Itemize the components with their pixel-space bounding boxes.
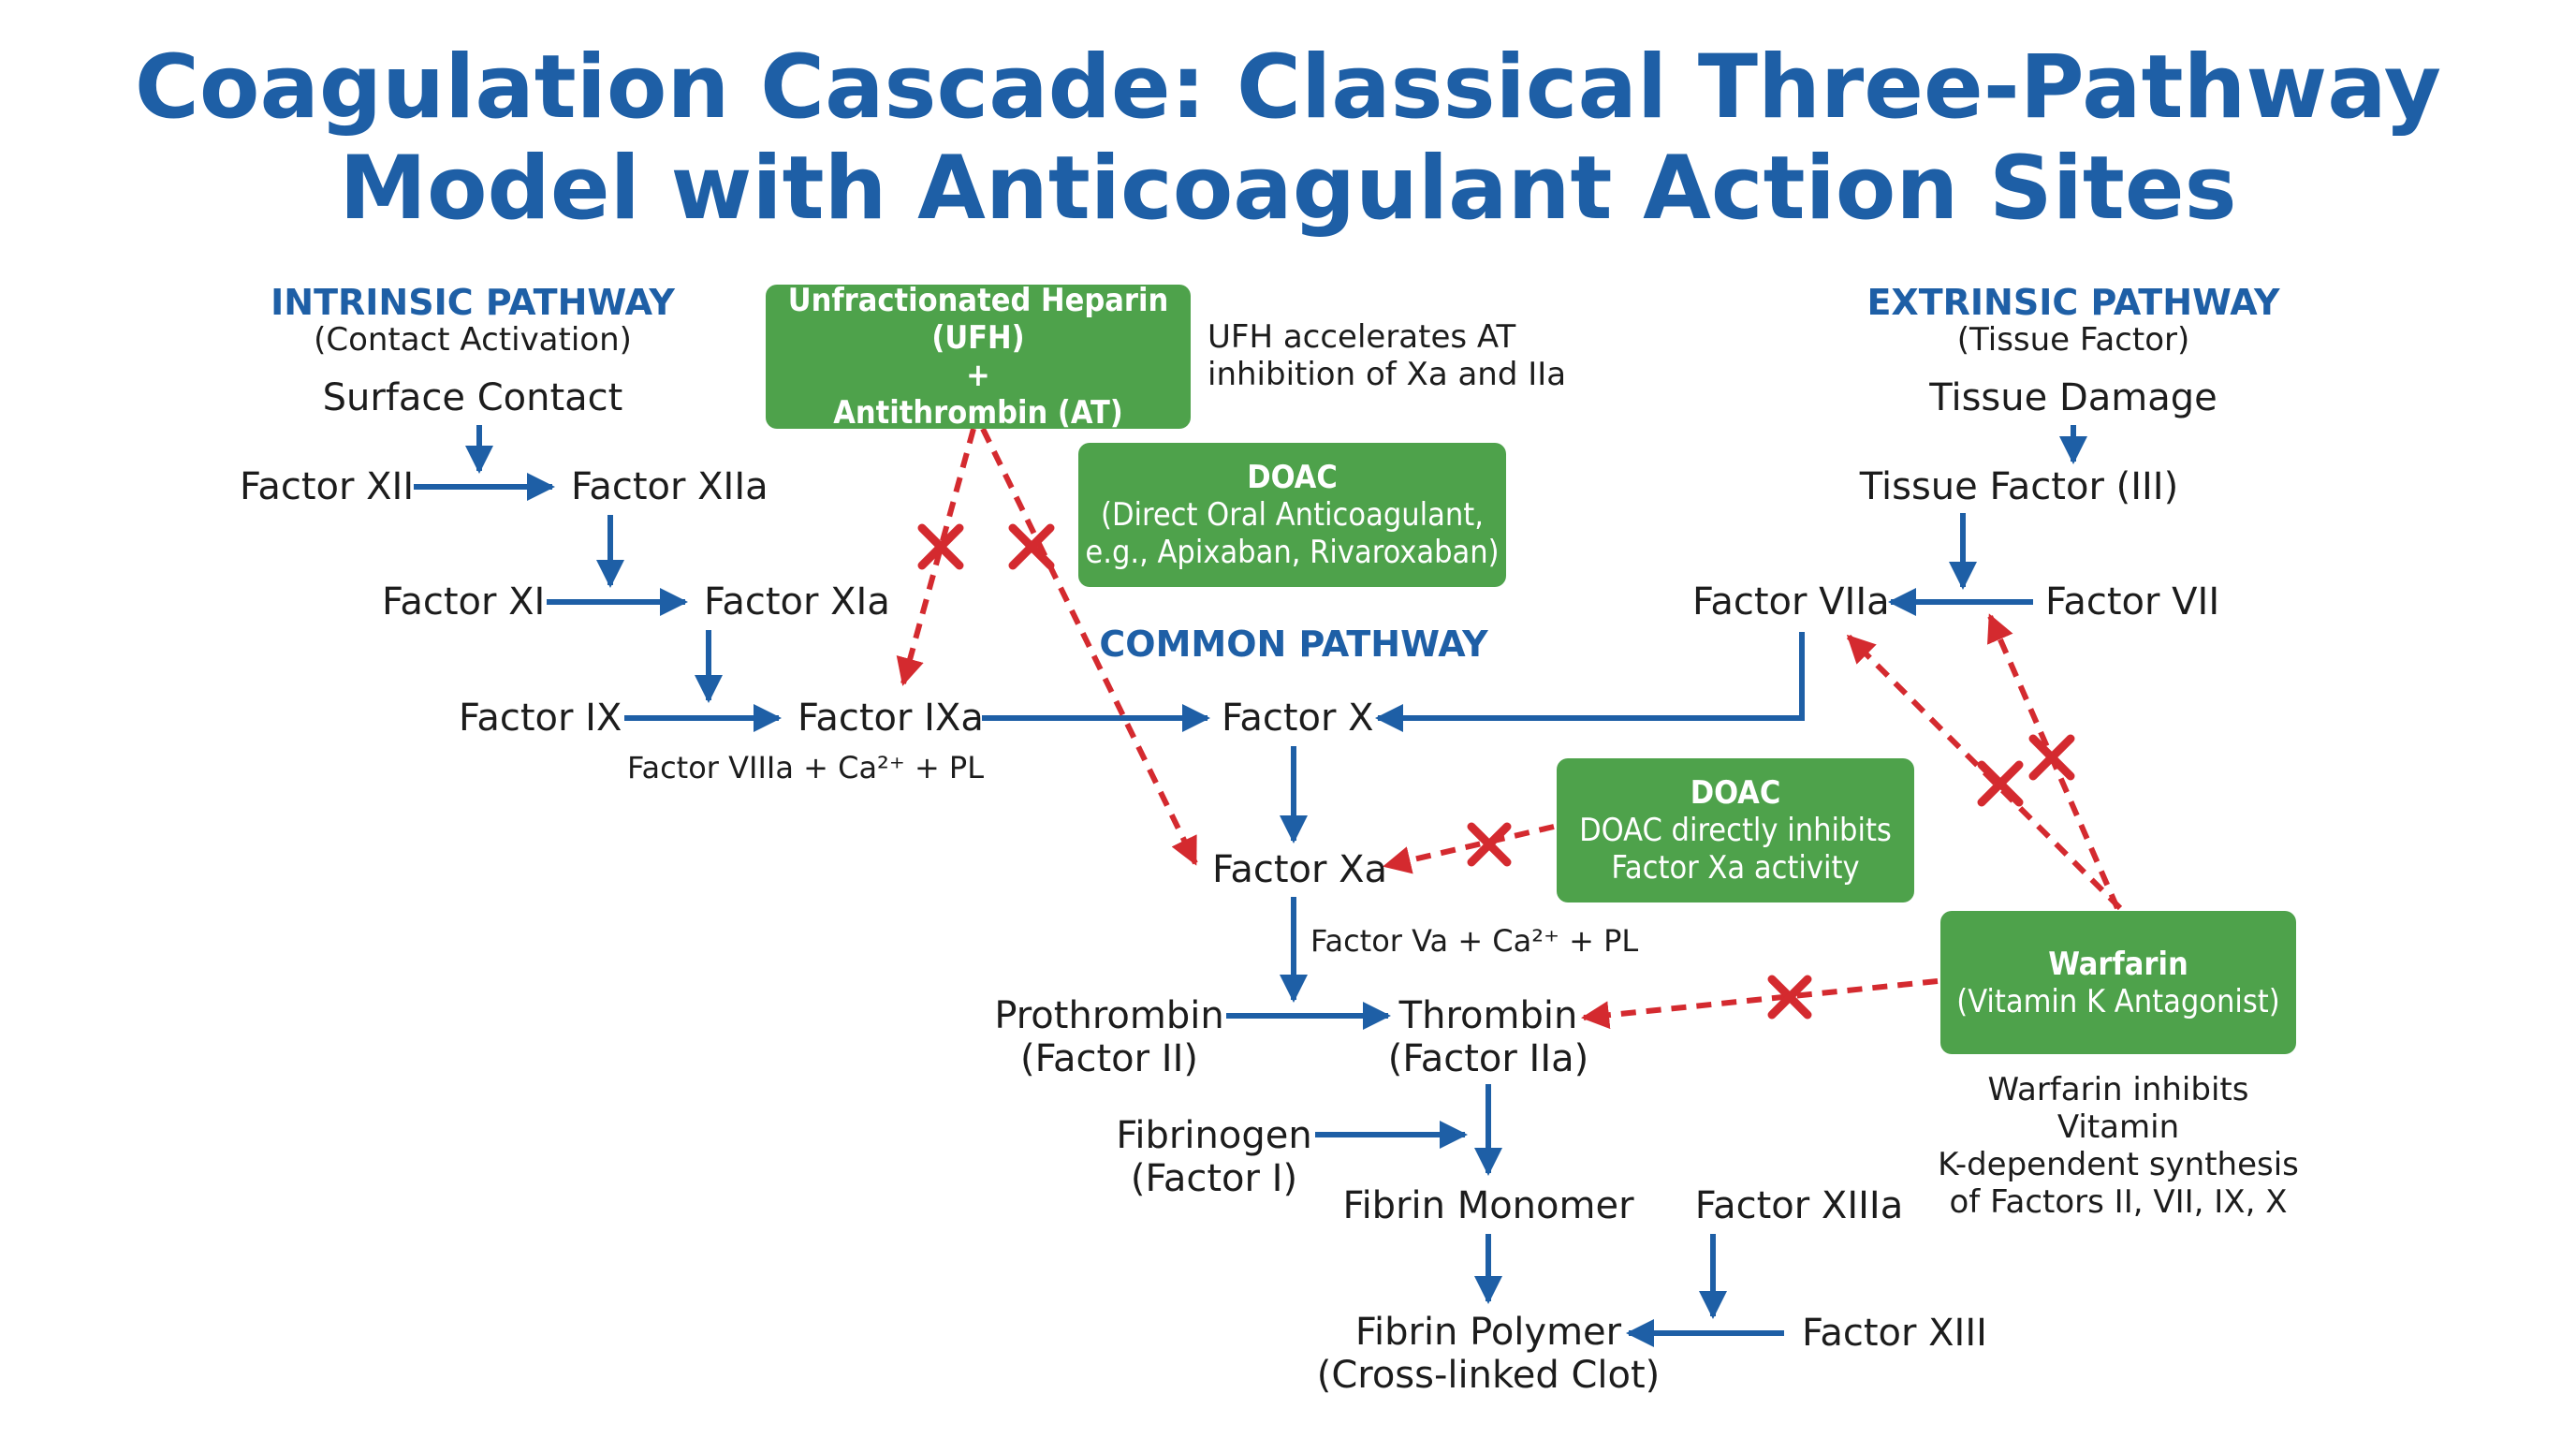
fibrinogen: Fibrinogen (Factor I) (1116, 1114, 1311, 1200)
fibrin-polymer-sub: (Cross-linked Clot) (1316, 1354, 1661, 1397)
arrow-viia-to-x (1375, 632, 1805, 732)
intrinsic-subheading: (Contact Activation) (314, 321, 632, 359)
thrombin-name: Thrombin (1398, 994, 1578, 1037)
ufh-plus: + (966, 357, 990, 394)
fibrin-polymer-name: Fibrin Polymer (1354, 1311, 1622, 1354)
block-mark-warfarin-thrombin (1767, 975, 1812, 1020)
title-line-1: Coagulation Cascade: Classical Three-Pat… (134, 37, 2442, 139)
fibrinogen-name: Fibrinogen (1116, 1114, 1312, 1157)
intrinsic-heading: INTRINSIC PATHWAY (271, 282, 675, 323)
warfarin-line-1: (Vitamin K Antagonist) (1956, 982, 2280, 1020)
fibrin-polymer: Fibrin Polymer (Cross-linked Clot) (1317, 1311, 1661, 1397)
inhibit-warfarin-to-thrombin (1581, 978, 1939, 1030)
prothrombin-name: Prothrombin (994, 994, 1224, 1037)
thrombin: Thrombin (Factor IIa) (1388, 994, 1588, 1080)
ufh-note: UFH accelerates AT inhibition of Xa and … (1208, 318, 1566, 393)
factor-xii: Factor XII (240, 465, 415, 508)
common-cofactor: Factor Va + Ca²⁺ + PL (1310, 923, 1639, 959)
surface-contact: Surface Contact (322, 376, 623, 419)
ufh-note-line-2: inhibition of Xa and IIa (1208, 356, 1567, 393)
inhibit-ufh-to-xa (980, 427, 1198, 866)
warfarin-name: Warfarin (2048, 945, 2188, 983)
inhibit-ufh-to-ixa (896, 428, 976, 686)
doac-line-1: DOAC directly inhibits (1579, 812, 1892, 849)
factor-xa: Factor Xa (1212, 848, 1388, 891)
prothrombin: Prothrombin (Factor II) (994, 994, 1223, 1080)
common-heading: COMMON PATHWAY (1099, 624, 1488, 665)
tissue-factor: Tissue Factor (III) (1859, 465, 2179, 508)
inhibit-warfarin-to-viia (1846, 634, 2123, 911)
factor-viia: Factor VIIa (1692, 580, 1890, 624)
fibrin-monomer: Fibrin Monomer (1342, 1184, 1634, 1227)
intrinsic-cofactor: Factor VIIIa + Ca²⁺ + PL (627, 750, 985, 785)
factor-ix: Factor IX (459, 697, 622, 740)
block-mark-doac-xa (1467, 822, 1512, 867)
doac-info-name: DOAC (1247, 459, 1338, 496)
block-mark-warfarin-viia (1977, 760, 2024, 807)
doac-info-line-2: e.g., Apixaban, Rivaroxaban) (1085, 534, 1500, 571)
doac-box: DOAC DOAC directly inhibits Factor Xa ac… (1557, 758, 1914, 902)
warfarin-note-line-1: Warfarin inhibits Vitamin (1987, 1071, 2249, 1146)
doac-info-line-1: (Direct Oral Anticoagulant, (1101, 496, 1484, 534)
factor-xi: Factor XI (382, 580, 546, 624)
block-mark-ufh-ixa (917, 523, 964, 570)
warfarin-box: Warfarin (Vitamin K Antagonist) (1940, 911, 2296, 1054)
doac-info-box: DOAC (Direct Oral Anticoagulant, e.g., A… (1078, 443, 1506, 587)
diagram-title: Coagulation Cascade: Classical Three-Pat… (0, 37, 2576, 240)
warfarin-note: Warfarin inhibits Vitamin K-dependent sy… (1931, 1071, 2305, 1221)
block-mark-warfarin-vii (2028, 734, 2075, 781)
ufh-line-2: Antithrombin (AT) (833, 394, 1123, 432)
factor-x: Factor X (1222, 697, 1374, 740)
block-mark-ufh-xa (1008, 523, 1055, 570)
factor-xiiia: Factor XIIIa (1694, 1184, 1904, 1227)
warfarin-note-line-2: K-dependent synthesis (1938, 1146, 2299, 1183)
title-line-2: Model with Anticoagulant Action Sites (339, 138, 2237, 240)
extrinsic-subheading: (Tissue Factor) (1956, 321, 2190, 359)
factor-ixa: Factor IXa (798, 697, 984, 740)
doac-line-2: Factor Xa activity (1611, 849, 1860, 887)
factor-xiia: Factor XIIa (571, 465, 768, 508)
factor-vii: Factor VII (2045, 580, 2220, 624)
warfarin-note-line-3: of Factors II, VII, IX, X (1949, 1183, 2288, 1221)
doac-name: DOAC (1690, 774, 1781, 812)
ufh-line-1: Unfractionated Heparin (UFH) (787, 282, 1169, 357)
prothrombin-sub: (Factor II) (1020, 1037, 1198, 1080)
ufh-note-line-1: UFH accelerates AT (1208, 318, 1516, 356)
factor-xia: Factor XIa (704, 580, 890, 624)
factor-xiii: Factor XIII (1802, 1312, 1987, 1355)
ufh-box: Unfractionated Heparin (UFH) + Antithrom… (766, 282, 1191, 432)
thrombin-sub: (Factor IIa) (1387, 1037, 1589, 1080)
extrinsic-heading: EXTRINSIC PATHWAY (1866, 282, 2280, 323)
inhibit-doac-to-xa (1383, 824, 1555, 874)
tissue-damage: Tissue Damage (1929, 376, 2217, 419)
fibrinogen-sub: (Factor I) (1130, 1157, 1298, 1200)
